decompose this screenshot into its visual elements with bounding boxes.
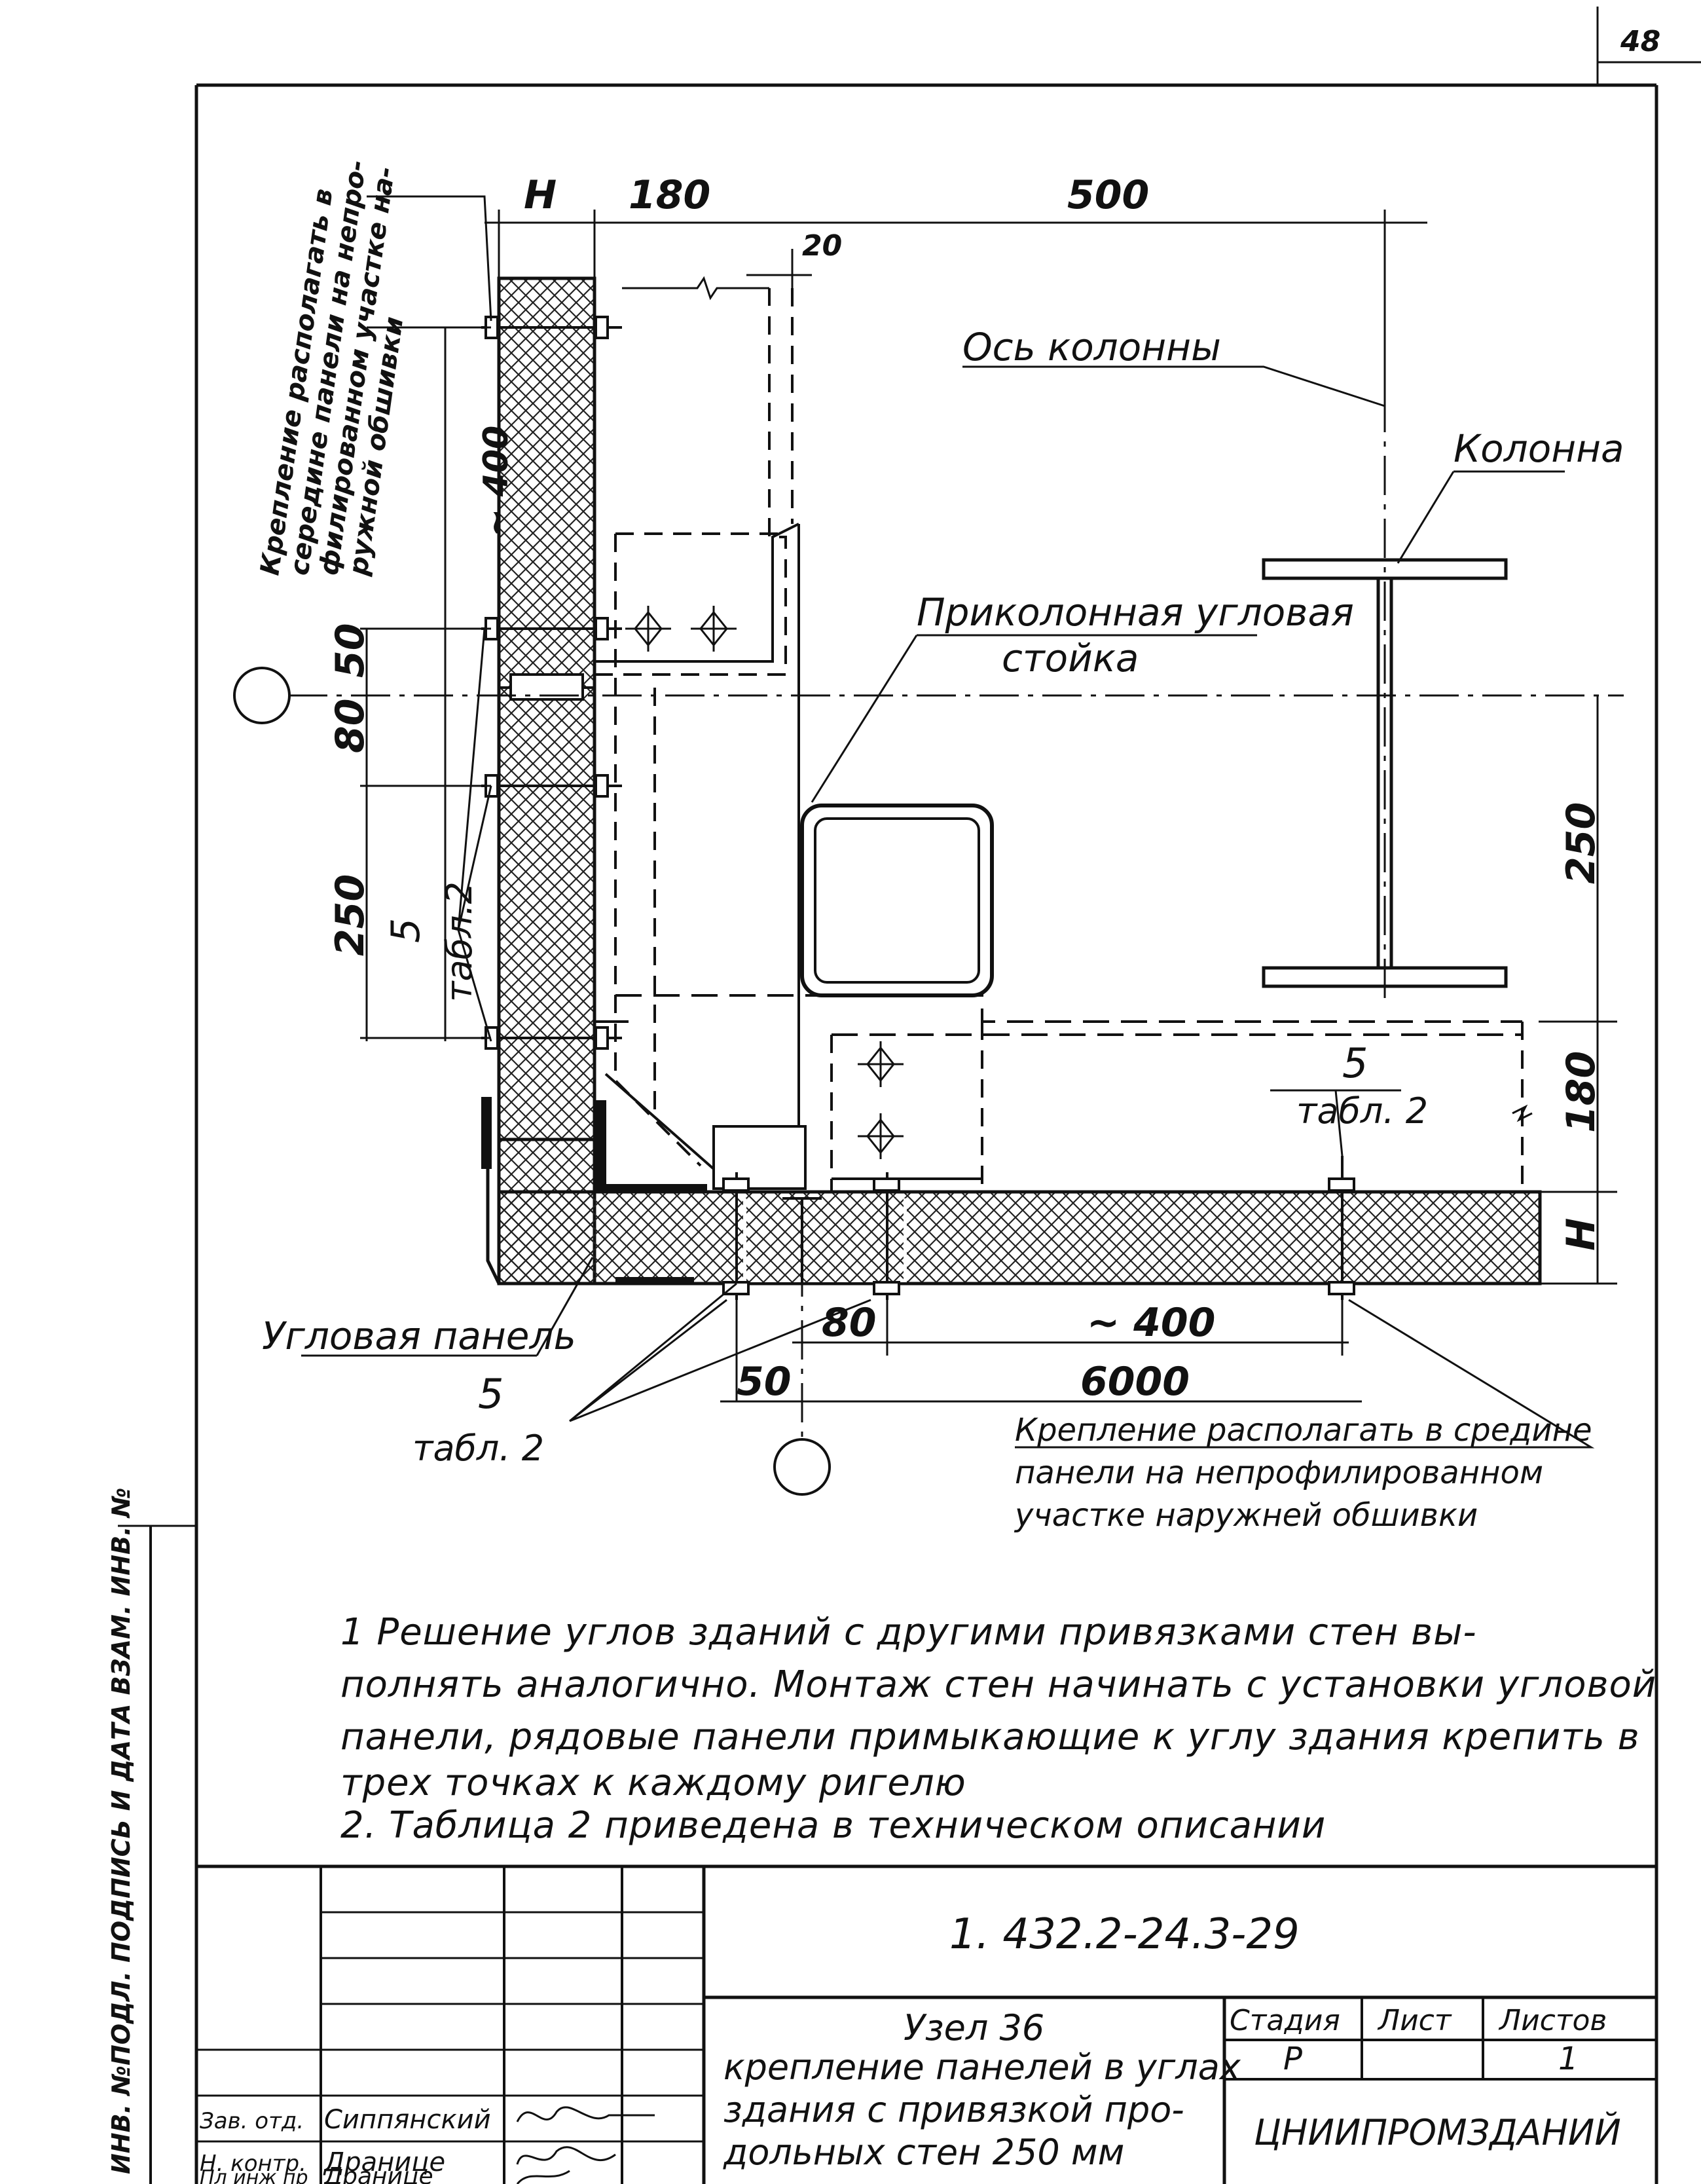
fastening-note-bottom: Крепление располагать в средине панели н… — [1014, 1412, 1592, 1534]
corner-post — [594, 288, 1524, 1192]
ref-left-num: 5 — [383, 918, 429, 943]
dim-20: 20 — [802, 229, 842, 263]
dim-50-bottom: 50 — [737, 1359, 792, 1405]
sheet-frame — [194, 7, 1701, 2184]
title-block — [196, 1864, 1656, 2184]
bolts — [481, 316, 1355, 1300]
label-corner-post-1: Приколонная угловая — [917, 590, 1354, 635]
leader-lines — [301, 195, 1595, 1449]
fastening-note-vertical: Крепление располагать в середине панели … — [255, 158, 409, 578]
dim-250-right: 250 — [1558, 802, 1604, 884]
sig-name-1: Сиппянский — [324, 2105, 491, 2135]
note-line-5: 2. Таблица 2 приведена в техническом опи… — [340, 1804, 1326, 1847]
dimension-lines — [360, 210, 1617, 1403]
dim-80-bottom: 80 — [822, 1300, 877, 1346]
label-corner-post-2: стойка — [1002, 636, 1139, 680]
title-line-2: крепление панелей в углах — [723, 2046, 1241, 2088]
dim-50-left: 50 — [327, 623, 373, 678]
stage-value: Р — [1283, 2041, 1302, 2077]
title-line-1: Узел 36 — [904, 2007, 1044, 2048]
dim-500: 500 — [1067, 172, 1149, 218]
dim-6000: 6000 — [1080, 1359, 1190, 1405]
sheet-header: Лист — [1377, 2004, 1452, 2037]
bolt-holes — [625, 606, 904, 1159]
sig-name-2: Дранице — [323, 2147, 445, 2177]
fastening-bottom-line-3: участке наружней обшивки — [1014, 1497, 1478, 1534]
sig-role-1: Зав. отд. — [200, 2108, 304, 2134]
ref-right-table: табл. 2 — [1296, 1090, 1428, 1132]
ref-right-num: 5 — [1342, 1039, 1368, 1087]
fastening-bottom-line-2: панели на непрофилированном — [1015, 1454, 1543, 1491]
left-margin-stamp: ИНВ. №ПОДЛ. ПОДПИСЬ И ДАТА ВЗАМ. ИНВ. № — [107, 1488, 136, 2174]
title-line-4: дольных стен 250 мм — [723, 2132, 1124, 2173]
ref-left-table: табл.2 — [439, 881, 480, 1002]
vertical-wall-panel — [497, 276, 596, 1141]
note-line-2: полнять аналогично. Монтаж стен начинать… — [340, 1663, 1657, 1706]
axis-lines — [288, 393, 1624, 1441]
fastening-bottom-line-1: Крепление располагать в средине — [1015, 1412, 1592, 1449]
dim-h-top: H — [524, 172, 557, 218]
axis-bubble-vertical — [773, 1438, 831, 1496]
dim-180-right: 180 — [1558, 1051, 1604, 1133]
dim-80-left: 80 — [327, 699, 373, 754]
sig-role-2: Н. контр. — [200, 2151, 306, 2177]
sig-name-3: Дранице — [323, 2163, 433, 2184]
dim-400-left: ~ 400 — [477, 426, 516, 537]
label-column-axis: Ось колонны — [962, 325, 1221, 369]
corner-panel-shape — [481, 1097, 1542, 1286]
stage-header: Стадия — [1230, 2004, 1340, 2037]
dim-250-left: 250 — [327, 874, 373, 956]
ref-bottom-num: 5 — [478, 1370, 503, 1418]
sig-role-3: Пл инж пр — [200, 2166, 308, 2184]
note-line-1: 1 Решение углов зданий с другими привязк… — [340, 1611, 1477, 1654]
wall-joint — [782, 1197, 822, 1285]
note-line-4: трех точках к каждому ригелю — [340, 1762, 966, 1804]
dim-h-right: H — [1558, 1218, 1604, 1251]
square-tube — [800, 804, 994, 997]
axis-bubble-horizontal — [233, 667, 291, 724]
sheet-number: 48 — [1620, 25, 1660, 58]
dim-400-bottom: ~ 400 — [1087, 1300, 1215, 1346]
note-line-3: панели, рядовые панели примыкающие к угл… — [340, 1716, 1640, 1758]
label-corner-panel: Угловая панель — [262, 1314, 576, 1358]
label-column: Колонна — [1454, 426, 1624, 471]
sheets-value: 1 — [1558, 2041, 1579, 2077]
handwritten-signatures — [516, 2106, 655, 2184]
title-line-3: здания с привязкой про- — [723, 2089, 1184, 2130]
organization: ЦНИИПРОМЗДАНИЙ — [1254, 2112, 1621, 2153]
doc-code: 1. 432.2-24.3-29 — [949, 1910, 1300, 1959]
dim-180-top: 180 — [629, 172, 710, 218]
sheets-header: Листов — [1498, 2004, 1607, 2037]
ref-bottom-table: табл. 2 — [412, 1428, 544, 1469]
